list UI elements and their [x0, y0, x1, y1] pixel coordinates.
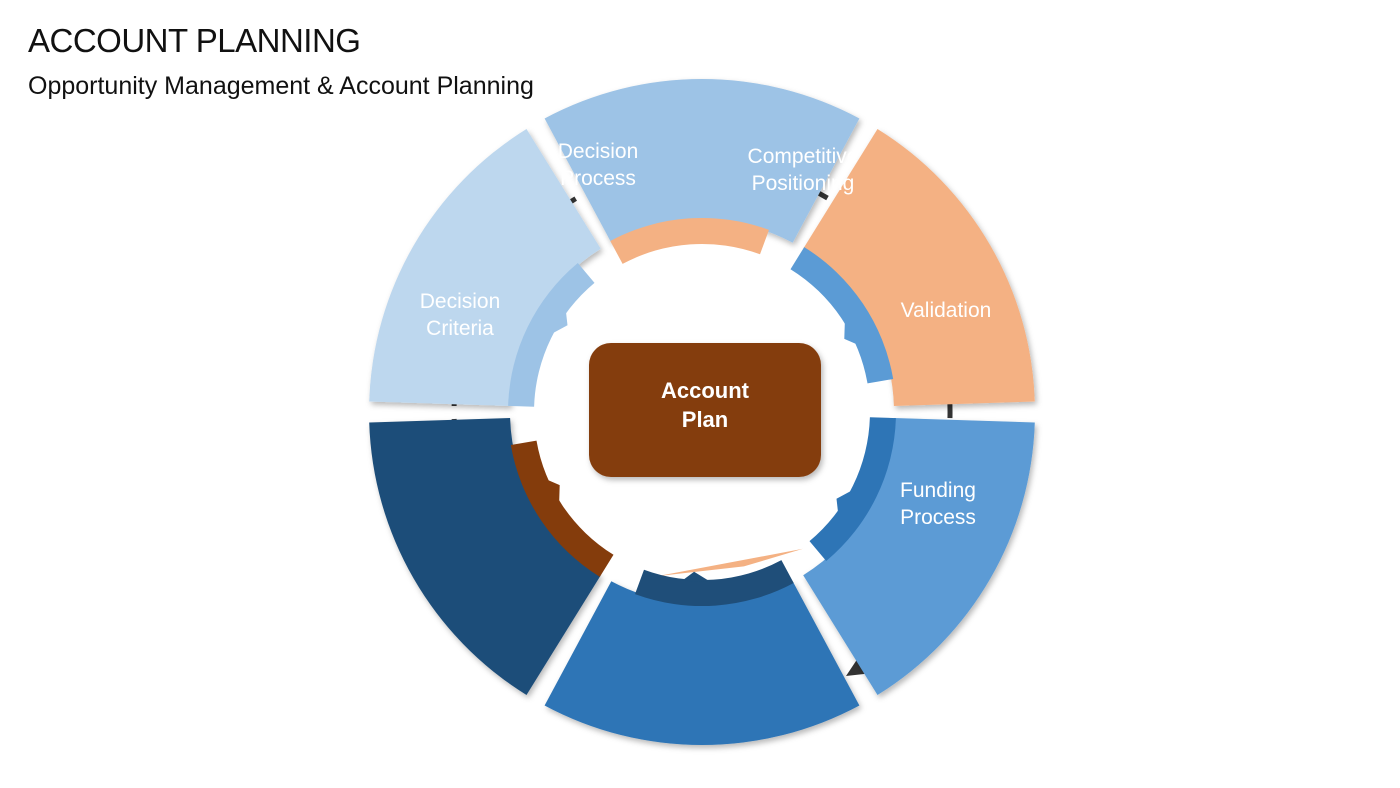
- segment-decision-criteria-inner: [610, 217, 769, 264]
- segment-decision-process-label-line2: Process: [560, 167, 636, 190]
- segment-decision-criteria-outer: [544, 78, 860, 243]
- segment-decision-process-inner: [790, 247, 894, 384]
- segment-decision-process-outer: [803, 129, 1035, 406]
- segment-political-position-inner: [508, 263, 595, 407]
- segment-decision-process-label-line1: Decision: [558, 140, 639, 163]
- segment-funding-process-pointer: [545, 479, 560, 505]
- account-plan-label-line2: Plan: [682, 407, 728, 432]
- segment-funding-process-label-line1: Funding: [900, 479, 976, 502]
- segment-validation-label-line1: Validation: [901, 299, 992, 322]
- segment-funding-process-label-line2: Process: [900, 506, 976, 529]
- segment-political-position-pointer: [550, 310, 568, 335]
- segment-ring: PoliticalPositionDecisionCriteriaDecisio…: [369, 78, 1035, 746]
- segment-competitive-positioning-label-line1: Competitive: [748, 145, 859, 168]
- segment-funding-process-outer: [369, 418, 601, 695]
- segment-competitive-positioning-label-line2: Positioning: [752, 172, 855, 195]
- account-plan-label-line1: Account: [661, 378, 750, 403]
- segment-decision-criteria-pointer: [657, 548, 803, 577]
- segment-competitive-positioning-inner: [809, 417, 896, 561]
- segment-decision-criteria-label-line2: Criteria: [426, 317, 494, 340]
- segment-competitive-positioning-pointer: [836, 489, 854, 514]
- page-title: ACCOUNT PLANNING: [28, 22, 361, 59]
- page-subtitle: Opportunity Management & Account Plannin…: [28, 72, 534, 100]
- segment-validation-pointer: [682, 571, 711, 582]
- segment-validation-inner: [635, 560, 794, 607]
- segment-funding-process-inner: [510, 440, 614, 577]
- segment-decision-process-pointer: [844, 319, 859, 345]
- segment-validation: Validation: [544, 299, 992, 746]
- segment-validation-outer: [544, 581, 860, 746]
- segment-decision-criteria-label-line1: Decision: [420, 290, 501, 313]
- account-plan-box: [589, 343, 821, 477]
- segment-competitive-positioning-outer: [803, 418, 1035, 695]
- center-box-group: Account Plan: [589, 343, 821, 477]
- segment-political-position-outer: [369, 129, 601, 406]
